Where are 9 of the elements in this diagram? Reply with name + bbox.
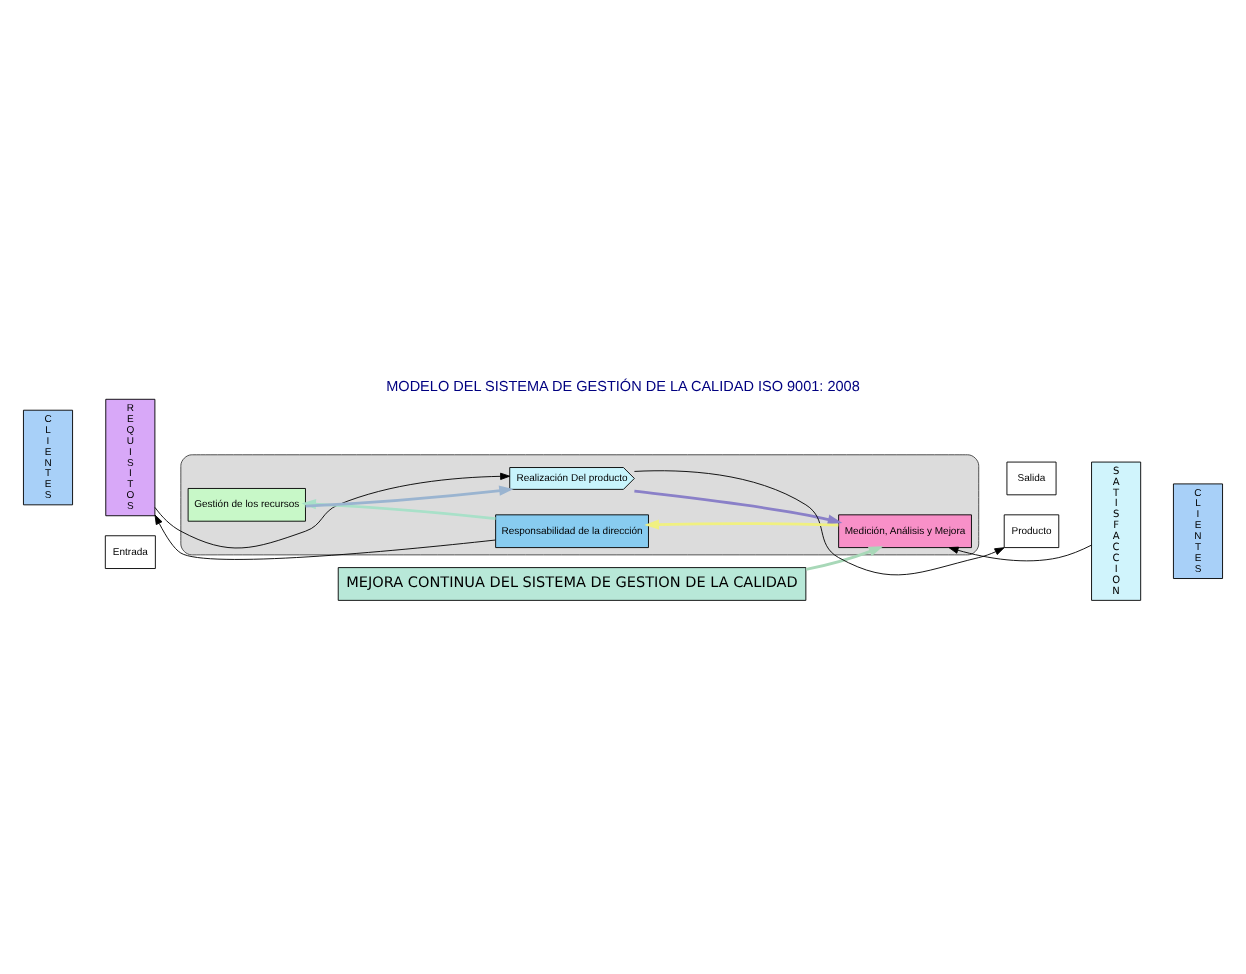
- arrow: [633, 469, 1005, 575]
- arrow: [805, 545, 884, 570]
- arrow: [305, 484, 514, 507]
- arrow: [644, 518, 839, 529]
- arrow: [948, 543, 1092, 561]
- arrow: [154, 513, 496, 559]
- arrow: [154, 471, 511, 548]
- arrow: [634, 488, 843, 524]
- diagram-title: MODELO DEL SISTEMA DE GESTIÓN DE LA CALIDAD ISO 9001: 2008: [386, 375, 860, 394]
